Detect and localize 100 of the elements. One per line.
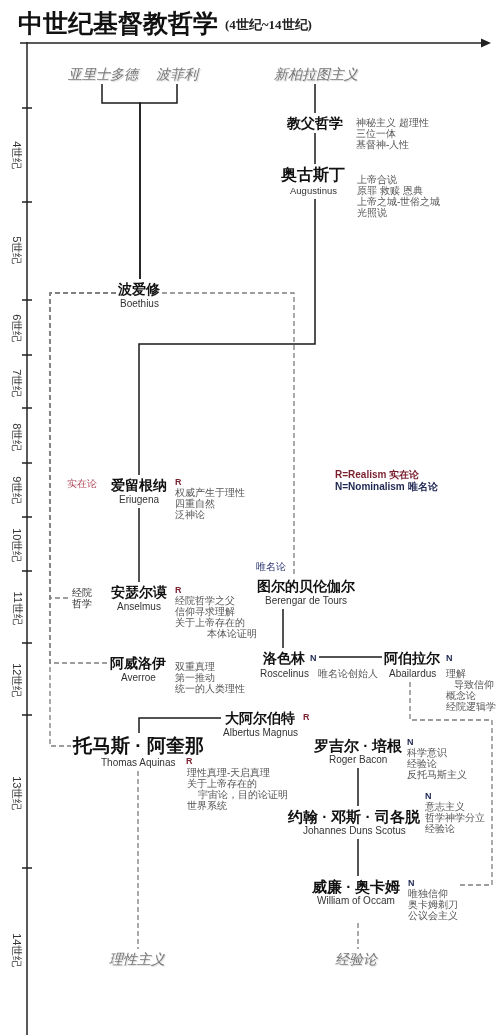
doctrine-note: 泛神论 [175, 509, 205, 520]
school-name: 教父哲学 [287, 115, 343, 132]
doctrine-note: 信仰寻求理解 [175, 606, 235, 617]
doctrine-note: 基督神-人性 [356, 139, 410, 150]
philosopher-name: 安瑟尔谟 [111, 584, 167, 601]
connector-line [138, 717, 222, 734]
latin-name: Eriugena [119, 494, 160, 506]
dashed-connector [409, 681, 493, 886]
latin-name: Roger Bacon [329, 754, 388, 766]
doctrine-note: 科学意识 [407, 747, 447, 758]
doctrine-note: 经验论 [407, 758, 437, 769]
philosopher-name: 阿威洛伊 [110, 655, 166, 672]
connector-line [282, 608, 284, 649]
subtitle: (4世纪~14世纪) [225, 18, 312, 33]
doctrine-note: 关于上帝存在的本体论证明 [175, 617, 258, 639]
doctrine-note: 三位一体 [356, 128, 396, 139]
school-letter: R [175, 585, 182, 595]
doctrine-note: 上帝合说 [357, 174, 397, 185]
doctrine-note: 第一推动 [175, 672, 215, 683]
doctrine-note: 概念论 [446, 690, 476, 701]
philosopher-name: 大阿尔伯特 [225, 710, 295, 727]
latin-name: Boethius [120, 298, 159, 310]
philosopher-name: 罗吉尔 · 培根 [314, 737, 403, 755]
century-label: 6世纪 [10, 313, 24, 342]
philosopher-name: 托马斯 · 阿奎那 [73, 735, 204, 757]
latin-name: Abailardus [389, 668, 437, 680]
doctrine-note: 原罪 救赎 恩典 [357, 185, 423, 196]
school-letter: R [186, 756, 193, 766]
doctrine-note: 理解导致信仰 [446, 668, 495, 690]
latin-name: Roscelinus [260, 668, 309, 680]
doctrine-note: 权威产生于理性 [175, 487, 245, 498]
school-letter: R [175, 477, 182, 487]
latin-name: Anselmus [117, 601, 161, 613]
legend-entry: N=Nominalism 唯名论 [335, 481, 438, 493]
connector-line [138, 507, 140, 583]
latin-name: Thomas Aquinas [101, 757, 176, 769]
school-name: 经验论 [335, 951, 377, 968]
dashed-connector [357, 922, 359, 950]
doctrine-note: 统一的人类理性 [175, 683, 245, 694]
century-label: 13世纪 [10, 775, 24, 810]
latin-name: Augustinus [290, 186, 337, 197]
latin-name: Johannes Duns Scotus [303, 825, 406, 837]
philosopher-name: 波爱修 [118, 281, 160, 298]
school-letter: N [407, 737, 414, 747]
century-label: 4世纪 [10, 140, 24, 169]
dashed-connector [137, 770, 139, 950]
connector-line [138, 198, 316, 476]
century-label: 11世纪 [10, 591, 24, 625]
doctrine-note: 上帝之城-世俗之城 [357, 196, 441, 207]
school-name: 理性主义 [109, 951, 165, 968]
doctrine-note: 唯名论创始人 [318, 668, 378, 679]
century-label: 9世纪 [10, 475, 24, 504]
doctrine-note: 公议会主义 [408, 910, 458, 921]
title: 中世纪基督教哲学 [18, 9, 218, 38]
school-name: 经院哲学 [72, 587, 92, 609]
dashed-connector [49, 292, 117, 747]
philosopher-name: 约翰 · 邓斯 · 司各脱 [288, 808, 420, 826]
philosopher-name: 阿伯拉尔 [384, 650, 440, 667]
philosopher-name: 洛色林 [263, 650, 305, 667]
century-label: 14世纪 [10, 932, 24, 967]
latin-name: Averroe [121, 672, 156, 684]
school-letter: N [425, 791, 432, 801]
connector-line [139, 83, 178, 280]
doctrine-note: 光照说 [357, 207, 387, 218]
philosopher-name: 亚里士多德 [68, 66, 138, 83]
doctrine-note: 反托马斯主义 [407, 769, 467, 780]
connector-line [314, 83, 316, 114]
doctrine-note: 哲学神学分立 [425, 812, 485, 823]
doctrine-note: 理性真理-天启真理 [187, 767, 271, 778]
school-name: 新柏拉图主义 [274, 66, 358, 83]
philosopher-name: 图尔的贝伦伽尔 [257, 578, 355, 595]
connector-line [357, 767, 359, 807]
latin-name: Albertus Magnus [223, 727, 299, 739]
century-label: 7世纪 [10, 368, 24, 397]
doctrine-note: 世界系统 [187, 800, 227, 811]
philosopher-name: 奥古斯丁 [281, 166, 345, 185]
doctrine-note: 奥卡姆剃刀 [408, 899, 458, 910]
latin-name: William of Occam [317, 895, 395, 907]
connector-line [357, 838, 359, 877]
doctrine-note: 经院哲学之父 [175, 595, 235, 606]
doctrine-note: 经院逻辑学 [446, 701, 496, 712]
century-label: 12世纪 [10, 662, 24, 697]
school-letter: N [408, 878, 415, 888]
dashed-connector [161, 292, 295, 577]
century-label: 8世纪 [10, 422, 24, 451]
school-letter: N [310, 653, 317, 663]
doctrine-note: 双重真理 [175, 661, 215, 672]
doctrine-note: 神秘主义 超理性 [356, 117, 429, 128]
school-label: 唯名论 [256, 561, 286, 573]
school-letter: N [446, 653, 453, 663]
connector-line [314, 132, 316, 165]
doctrine-note: 关于上帝存在的宇宙论，目的论证明 [187, 778, 289, 800]
philosopher-name: 爱留根纳 [111, 477, 167, 494]
legend-entry: R=Realism 实在论 [335, 469, 420, 481]
doctrine-note: 唯独信仰 [408, 888, 448, 899]
doctrine-note: 意志主义 [425, 801, 465, 812]
school-letter: R [303, 712, 310, 722]
century-label: 5世纪 [10, 235, 24, 264]
doctrine-note: 四重自然 [175, 498, 215, 509]
connector-line [318, 656, 383, 658]
